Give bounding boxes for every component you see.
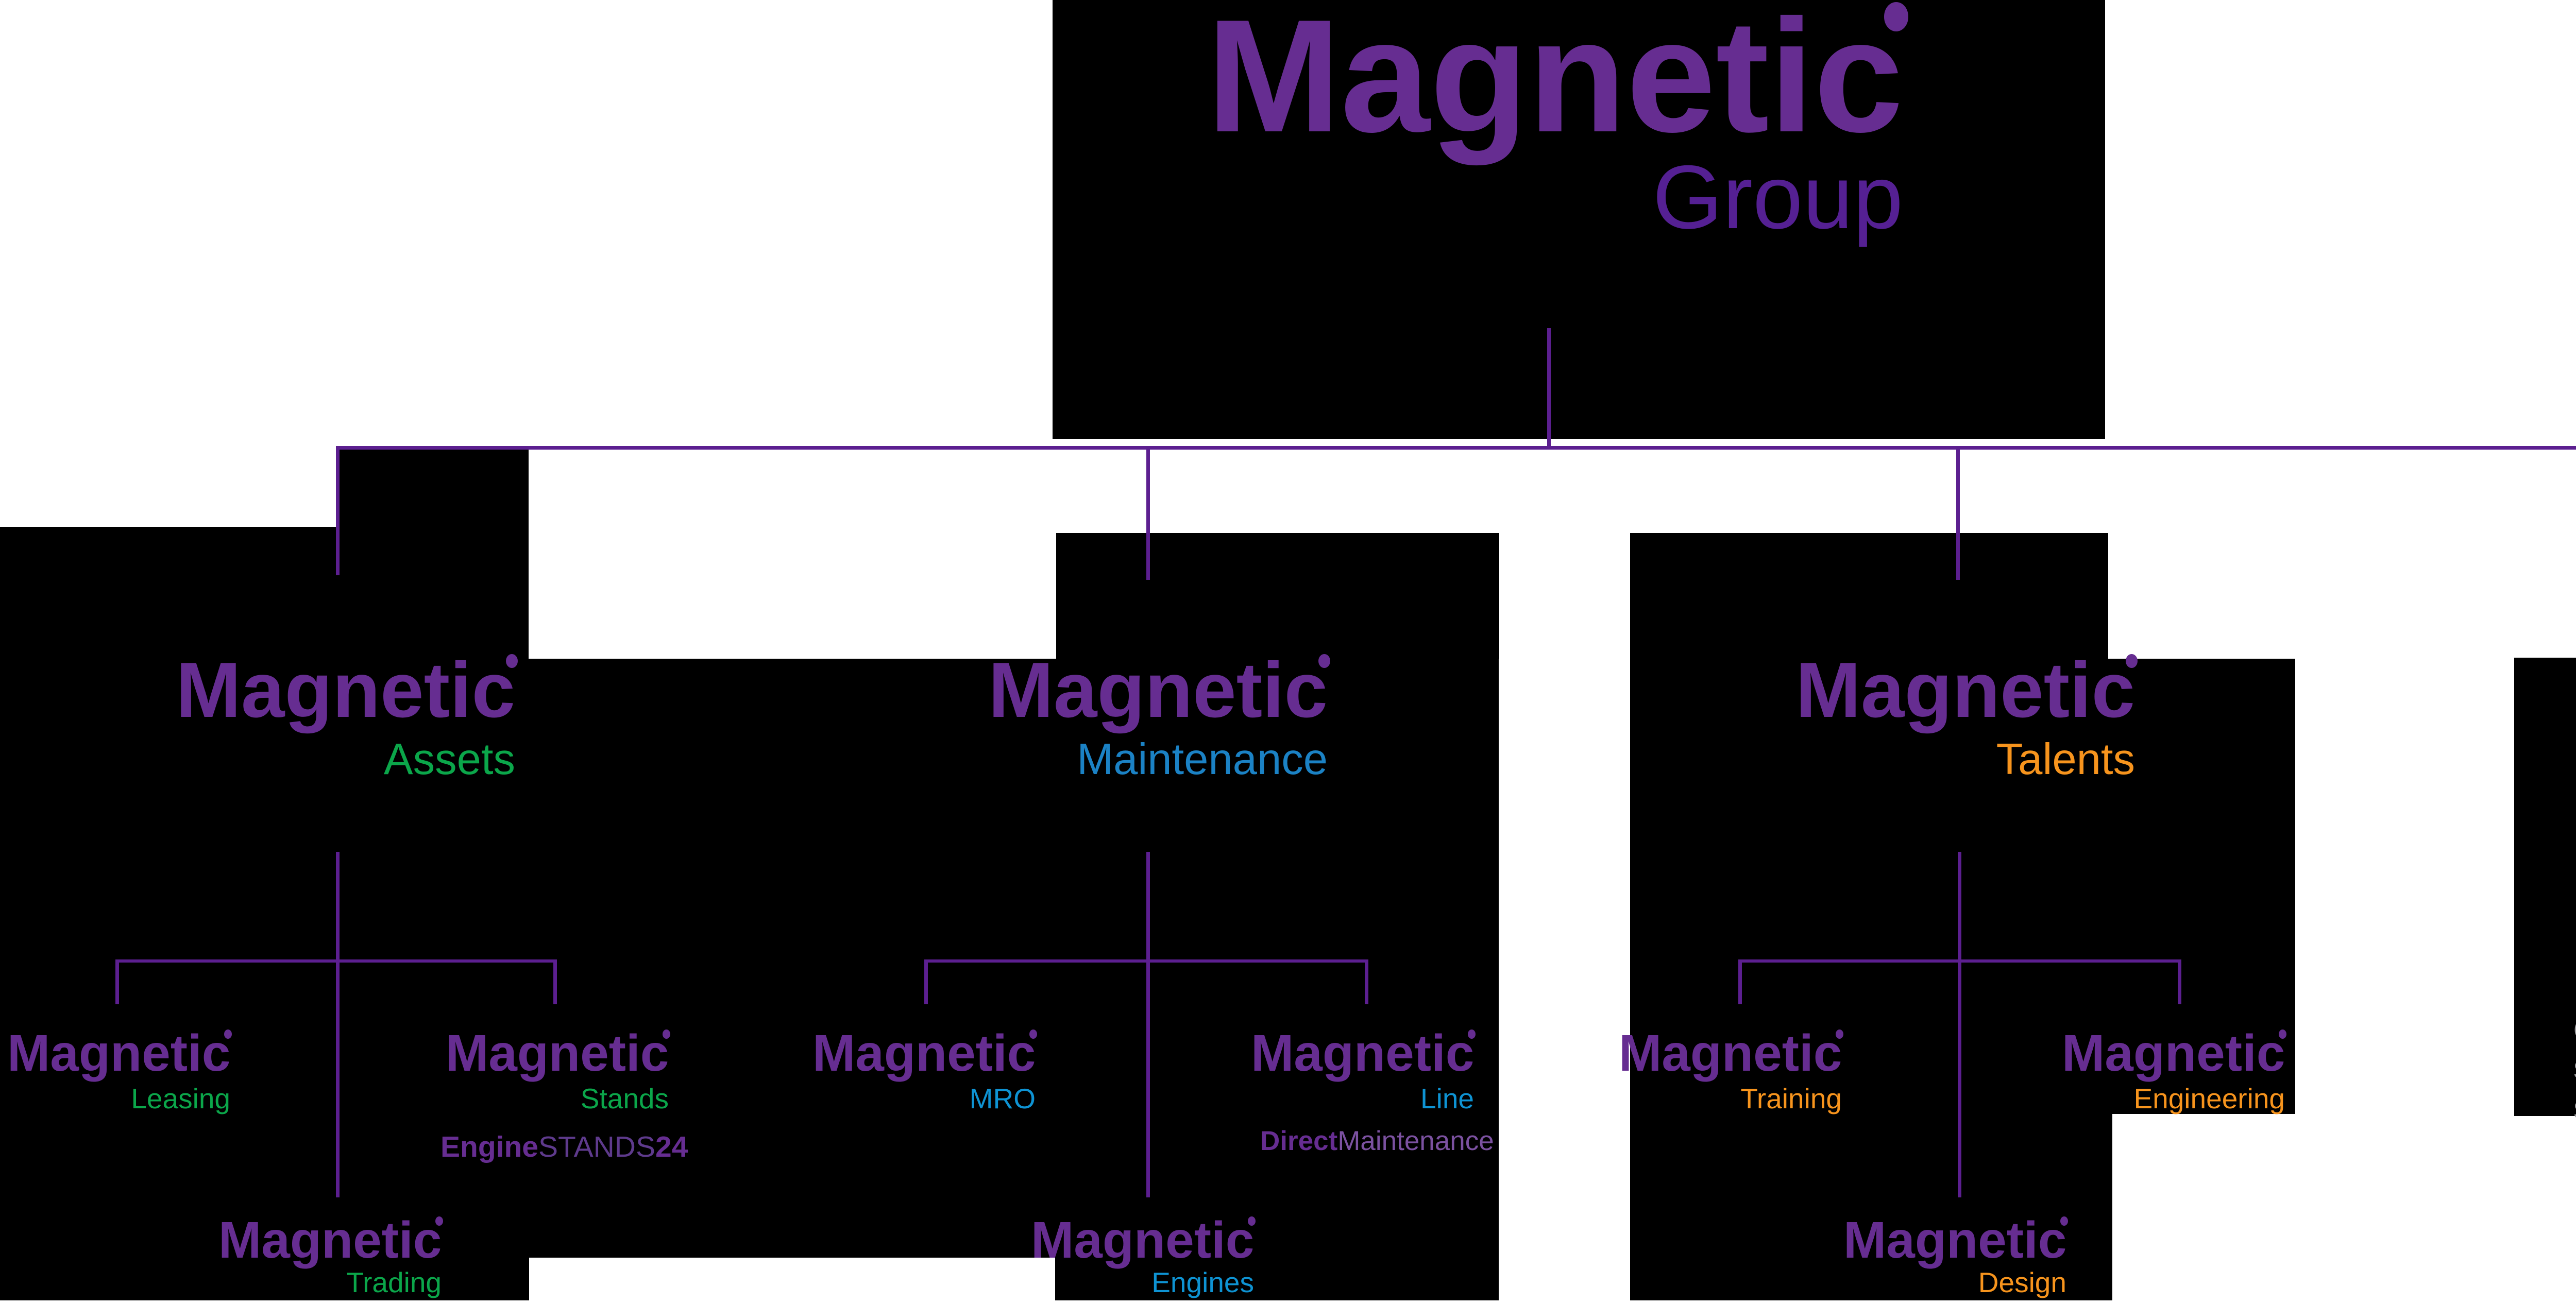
trading-subtitle: Trading bbox=[346, 1266, 442, 1298]
logo-enginestands24: EngineSTANDS24 bbox=[440, 1133, 688, 1162]
creative-description-line: stories in the aviation industry. bbox=[2573, 1088, 2576, 1128]
connector-drop-talents bbox=[1956, 446, 1960, 580]
backdrop-creative-ext bbox=[2514, 658, 2576, 1116]
magnetic-wordmark: Magnetic bbox=[1251, 1024, 1476, 1082]
connector-assets-subhorizontal bbox=[115, 959, 557, 963]
logo-directmaintenance: DirectMaintenance bbox=[1260, 1127, 1494, 1155]
creative-description: Magnetic Creative is a brand focused on … bbox=[2573, 968, 2576, 1128]
magnetic-wordmark: Magnetic bbox=[1795, 646, 2138, 734]
connector-maintenance-substem bbox=[1146, 852, 1150, 1197]
connector-drop-training bbox=[1738, 959, 1742, 1004]
enginestands-stands: STANDS bbox=[538, 1130, 655, 1163]
engines-subtitle: Engines bbox=[1151, 1266, 1254, 1298]
backdrop-assets-bottom bbox=[0, 1258, 529, 1300]
line-subtitle: Line bbox=[1420, 1083, 1474, 1114]
logo-magnetic-talents: Magnetic Talents bbox=[1795, 646, 2138, 784]
directmaintenance-direct: Direct bbox=[1260, 1126, 1338, 1156]
logo-magnetic-engineering: Magnetic Engineering bbox=[2062, 1024, 2287, 1114]
stands-subtitle: Stands bbox=[580, 1083, 669, 1114]
maintenance-subtitle: Maintenance bbox=[1077, 735, 1328, 784]
engineering-subtitle: Engineering bbox=[2133, 1083, 2285, 1114]
logo-magnetic-stands: Magnetic Stands bbox=[446, 1024, 671, 1114]
magnetic-wordmark: Magnetic bbox=[176, 646, 518, 734]
logo-magnetic-line: Magnetic Line bbox=[1251, 1024, 1476, 1114]
magnetic-wordmark: Magnetic bbox=[2062, 1024, 2287, 1082]
creative-description-line: Magnetic Creative is a brand focused bbox=[2573, 968, 2576, 1008]
connector-drop-maintenance bbox=[1146, 446, 1150, 580]
backdrop-talents-band bbox=[1630, 659, 2112, 1300]
magnetic-wordmark: Magnetic bbox=[1031, 1211, 1256, 1269]
group-subtitle: Group bbox=[1652, 147, 1903, 248]
connector-drop-stands bbox=[553, 959, 557, 1004]
creative-description-line: on bringing new ideas to life and bbox=[2573, 1008, 2576, 1048]
enginestands-24: 24 bbox=[655, 1130, 688, 1163]
connector-talents-subhorizontal bbox=[1738, 959, 2181, 963]
backdrop-talents-ext bbox=[2108, 659, 2295, 1114]
connector-talents-substem bbox=[1958, 852, 1961, 1197]
backdrop-maintenance-upper bbox=[1056, 533, 1499, 659]
mro-subtitle: MRO bbox=[969, 1083, 1036, 1114]
logo-magnetic-trading: Magnetic Trading bbox=[218, 1211, 444, 1298]
connector-maintenance-subhorizontal bbox=[924, 959, 1368, 963]
backdrop-group bbox=[1053, 0, 2105, 439]
magnetic-wordmark: Magnetic bbox=[218, 1211, 444, 1269]
connector-drop-engineering bbox=[2178, 959, 2181, 1004]
magnetic-wordmark: Magnetic bbox=[7, 1024, 232, 1082]
backdrop-maintenance-bottom bbox=[1055, 1258, 1499, 1300]
logo-magnetic-leasing: Magnetic Leasing bbox=[7, 1024, 232, 1114]
connector-root-stem bbox=[1547, 328, 1551, 447]
connector-drop-mro bbox=[924, 959, 928, 1004]
directmaintenance-maintenance: Maintenance bbox=[1337, 1126, 1494, 1156]
magnetic-wordmark: Magnetic bbox=[1207, 0, 1908, 157]
backdrop-left-band bbox=[0, 659, 1499, 1258]
backdrop-assets-upper bbox=[0, 527, 529, 659]
connector-drop-line bbox=[1365, 959, 1368, 1004]
magnetic-wordmark: Magnetic bbox=[446, 1024, 671, 1082]
magnetic-wordmark: Magnetic bbox=[1619, 1024, 1844, 1082]
logo-magnetic-group: Magnetic Group bbox=[1207, 0, 1908, 248]
leasing-subtitle: Leasing bbox=[131, 1083, 230, 1114]
backdrop-talents-upper bbox=[1630, 533, 2108, 659]
backdrop-assets-stem bbox=[337, 448, 529, 528]
training-subtitle: Training bbox=[1740, 1083, 1842, 1114]
assets-subtitle: Assets bbox=[383, 735, 515, 784]
design-subtitle: Design bbox=[1978, 1266, 2066, 1298]
magnetic-wordmark: Magnetic bbox=[812, 1024, 1038, 1082]
magnetic-wordmark: Magnetic bbox=[988, 646, 1330, 734]
connector-drop-assets bbox=[336, 446, 340, 575]
logo-magnetic-maintenance: Magnetic Maintenance bbox=[988, 646, 1330, 784]
connector-drop-leasing bbox=[115, 959, 119, 1004]
creative-description-line: striving to invest in innovative equity bbox=[2573, 1048, 2576, 1088]
magnetic-wordmark: Magnetic bbox=[1843, 1211, 2069, 1269]
logo-magnetic-engines: Magnetic Engines bbox=[1031, 1211, 1256, 1298]
logo-magnetic-mro: Magnetic MRO bbox=[812, 1024, 1038, 1114]
connector-main-horizontal bbox=[336, 446, 2576, 450]
connector-assets-substem bbox=[336, 852, 340, 1197]
talents-subtitle: Talents bbox=[1996, 735, 2135, 784]
logo-magnetic-training: Magnetic Training bbox=[1619, 1024, 1844, 1114]
enginestands-engine: Engine bbox=[440, 1130, 539, 1163]
logo-magnetic-design: Magnetic Design bbox=[1843, 1211, 2069, 1298]
logo-magnetic-assets: Magnetic Assets bbox=[175, 646, 518, 784]
